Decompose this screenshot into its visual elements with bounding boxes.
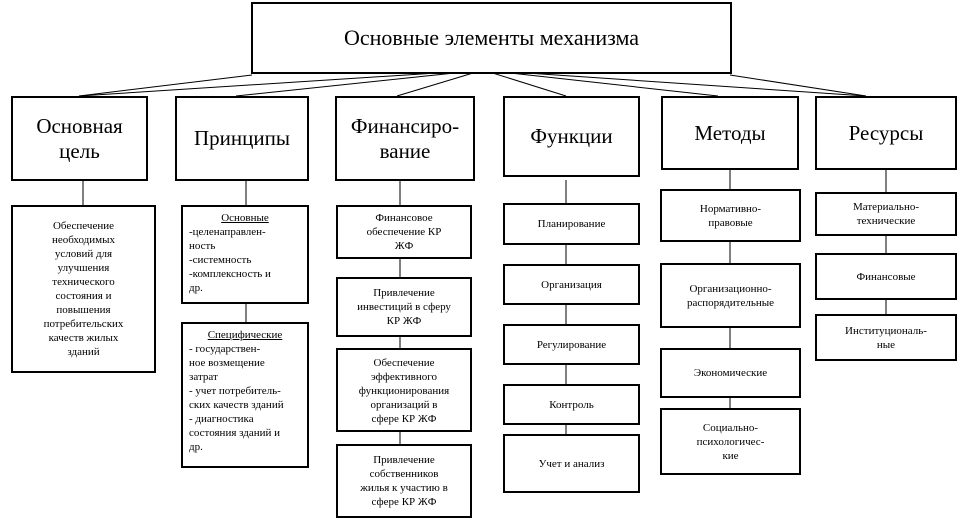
method-item: Организационно- распорядительные — [660, 263, 801, 328]
financing-item: Обеспечение эффективного функционировани… — [336, 348, 472, 432]
method-item-text: Нормативно- правовые — [699, 202, 762, 229]
principles-specific-list: - государствен- ное возмещение затрат - … — [189, 343, 284, 453]
header-financing: Финансиро- вание — [335, 96, 475, 181]
financing-item-text: Финансовое обеспечение КР ЖФ — [366, 212, 442, 252]
diagram-title: Основные элементы механизма — [251, 2, 732, 74]
method-item-text: Организационно- распорядительные — [686, 282, 775, 309]
header-resources: Ресурсы — [815, 96, 957, 170]
function-item: Планирование — [503, 203, 640, 245]
header-functions: Функции — [503, 96, 640, 177]
method-item: Социально- психологичес- кие — [660, 408, 801, 475]
resource-item: Институциональ- ные — [815, 314, 957, 361]
header-principles: Принципы — [175, 96, 309, 181]
function-item: Регулирование — [503, 324, 640, 365]
resource-item: Материально- технические — [815, 192, 957, 236]
function-item-text: Организация — [541, 278, 602, 291]
method-item: Нормативно- правовые — [660, 189, 801, 242]
resource-item-text: Институциональ- ные — [845, 324, 927, 351]
principles-specific-title: Специфические — [207, 329, 283, 341]
header-principles-text: Принципы — [194, 126, 290, 150]
financing-item: Финансовое обеспечение КР ЖФ — [336, 205, 472, 259]
header-goal-text: Основная цель — [36, 113, 123, 163]
header-methods-text: Методы — [694, 120, 766, 145]
method-item-text: Социально- психологичес- кие — [696, 421, 765, 462]
header-goal: Основная цель — [11, 96, 148, 181]
principles-basic-title: Основные — [221, 212, 269, 224]
resource-item: Финансовые — [815, 253, 957, 300]
function-item-text: Учет и анализ — [538, 457, 605, 470]
function-item-text: Планирование — [537, 218, 606, 230]
method-item-text: Экономические — [693, 367, 768, 379]
function-item-text: Контроль — [549, 398, 594, 411]
diagram-title-text: Основные элементы механизма — [343, 25, 640, 50]
header-methods: Методы — [661, 96, 799, 170]
financing-item-text: Обеспечение эффективного функционировани… — [358, 357, 450, 425]
principles-basic-list: -целенаправлен- ность -системность -комп… — [189, 226, 271, 294]
financing-item: Привлечение собственников жилья к участи… — [336, 444, 472, 518]
principles-specific-box: Специфические - государствен- ное возмещ… — [181, 322, 309, 468]
header-functions-text: Функции — [530, 124, 613, 148]
function-item: Контроль — [503, 384, 640, 425]
function-item-text: Регулирование — [536, 338, 607, 351]
header-financing-text: Финансиро- вание — [350, 113, 460, 163]
goal-text: Обеспечение необходимых условий для улуч… — [43, 220, 124, 358]
financing-item-text: Привлечение инвестиций в сферу КР ЖФ — [357, 287, 451, 327]
header-resources-text: Ресурсы — [848, 120, 924, 145]
resource-item-text: Финансовые — [856, 270, 916, 283]
principles-basic-box: Основные -целенаправлен- ность -системно… — [181, 205, 309, 304]
method-item: Экономические — [660, 348, 801, 398]
function-item: Учет и анализ — [503, 434, 640, 493]
resource-item-text: Материально- технические — [853, 201, 919, 227]
goal-box: Обеспечение необходимых условий для улуч… — [11, 205, 156, 373]
financing-item-text: Привлечение собственников жилья к участи… — [360, 454, 448, 508]
financing-item: Привлечение инвестиций в сферу КР ЖФ — [336, 277, 472, 337]
function-item: Организация — [503, 264, 640, 305]
